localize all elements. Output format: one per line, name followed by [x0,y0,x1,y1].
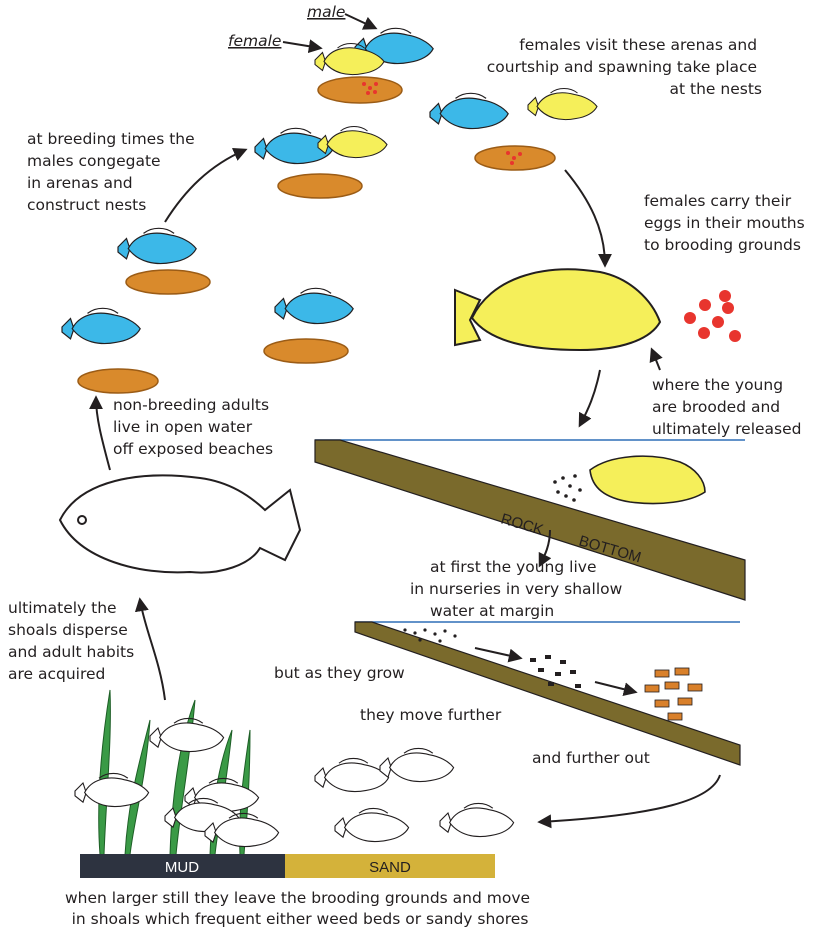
female-fish-right [528,89,597,120]
arrow-fry-2 [595,682,635,692]
nest-top-pair [318,77,402,103]
nest-center [264,339,348,363]
nest-left-lower [78,369,158,393]
label-carry-eggs: females carry their eggs in their mouths… [644,192,810,254]
male-fish-center [275,288,353,323]
label-disperse: ultimately the shoals disperse and adult… [8,599,139,683]
arrow-fry-1 [475,648,520,658]
label-male: male [307,3,345,21]
arrow-to-congregate [165,150,245,222]
label-brooded: where the young are brooded and ultimate… [652,376,802,438]
label-move-further: they move further [360,706,502,724]
large-fry [645,668,702,720]
male-fish-left-lower [62,308,140,343]
arrow-to-nonbreeding [96,398,110,470]
female-releasing-young [590,456,705,503]
arrow-to-adult [140,600,165,700]
arrow-to-shoals [540,775,720,822]
label-mud: MUD [165,859,199,876]
mouth-eggs [684,290,741,342]
arrow-to-release [580,370,600,425]
nursery-slope [355,622,740,765]
male-fish-left-upper [118,228,196,263]
label-arena-visit: females visit these arenas and courtship… [487,36,762,98]
nest-middle-pair [278,174,362,198]
label-non-breeding: non-breeding adults live in open water o… [113,396,274,458]
nest-left-upper [126,270,210,294]
label-further-out: and further out [532,749,650,767]
label-sand: SAND [369,859,411,876]
sand-shoal-fish [315,748,514,841]
brooding-female-fish [455,269,660,350]
arrow-to-brooding [565,170,605,265]
caption: when larger still they leave the broodin… [65,889,535,928]
label-nurseries: at first the young live in nurseries in … [410,558,627,620]
pointer-brooded [652,350,660,370]
male-fish-right [430,93,508,128]
pointer-female [283,42,320,48]
adult-fish-outline [60,475,300,572]
young-cluster [553,474,582,502]
pointer-male [345,14,375,28]
label-congregate: at breeding times the males congegate in… [27,130,200,214]
label-female: female [228,32,281,50]
label-as-they-grow: but as they grow [274,664,405,682]
